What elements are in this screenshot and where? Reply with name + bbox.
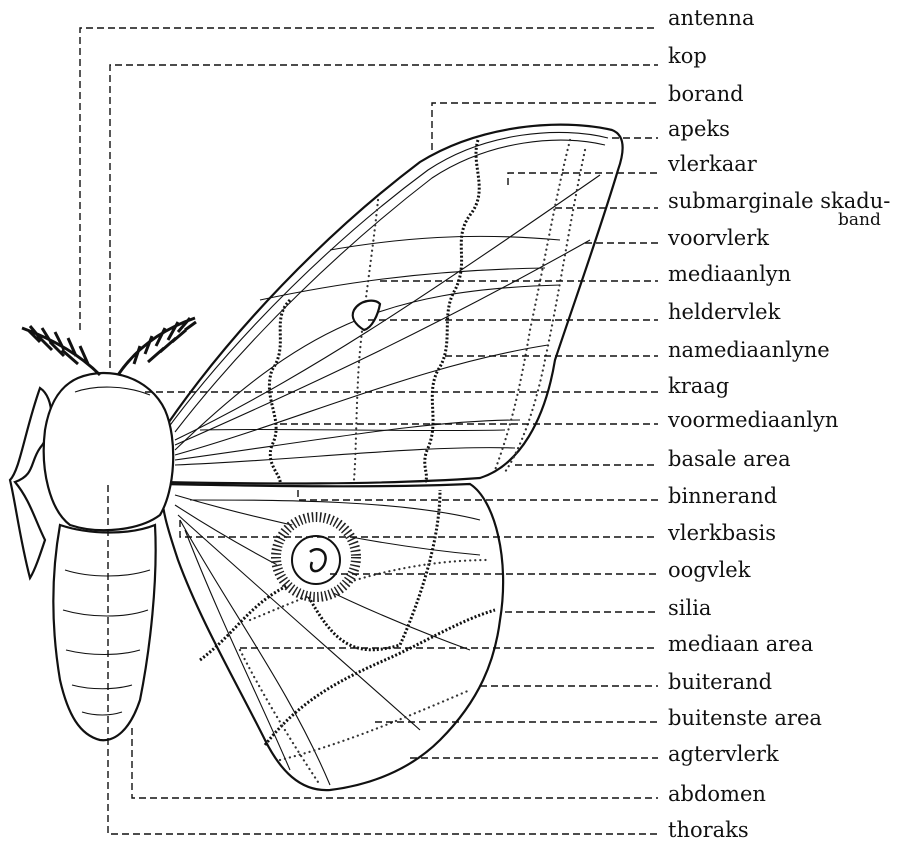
label-silia: silia xyxy=(668,596,711,620)
label-apeks: apeks xyxy=(668,117,730,141)
label-oogvlek: oogvlek xyxy=(668,558,750,582)
label-binnerand: binnerand xyxy=(668,484,777,508)
label-basale-area: basale area xyxy=(668,447,791,471)
label-kop: kop xyxy=(668,44,707,68)
antenna-left xyxy=(22,326,100,375)
forewing xyxy=(158,125,623,484)
label-agtervlerk: agtervlerk xyxy=(668,742,779,766)
label-band: band xyxy=(838,212,881,229)
label-antenna: antenna xyxy=(668,6,754,30)
label-kraag: kraag xyxy=(668,374,729,398)
label-abdomen: abdomen xyxy=(668,782,766,806)
label-thoraks: thoraks xyxy=(668,818,749,842)
label-heldervlek: heldervlek xyxy=(668,300,780,324)
label-mediaanlyn: mediaanlyn xyxy=(668,262,791,286)
label-voorvlerk: voorvlerk xyxy=(668,226,769,250)
label-namediaanlyne: namediaanlyne xyxy=(668,338,830,362)
label-buiterand: buiterand xyxy=(668,670,772,694)
label-mediaan-area: mediaan area xyxy=(668,632,813,656)
hindwing xyxy=(162,484,503,790)
antenna-right xyxy=(118,318,196,375)
label-vlerkbasis: vlerkbasis xyxy=(668,521,776,545)
label-vlerkaar: vlerkaar xyxy=(668,152,757,176)
label-voormediaanlyn: voormediaanlyn xyxy=(668,408,838,432)
label-borand: borand xyxy=(668,82,744,106)
label-buitenste-area: buitenste area xyxy=(668,706,822,730)
